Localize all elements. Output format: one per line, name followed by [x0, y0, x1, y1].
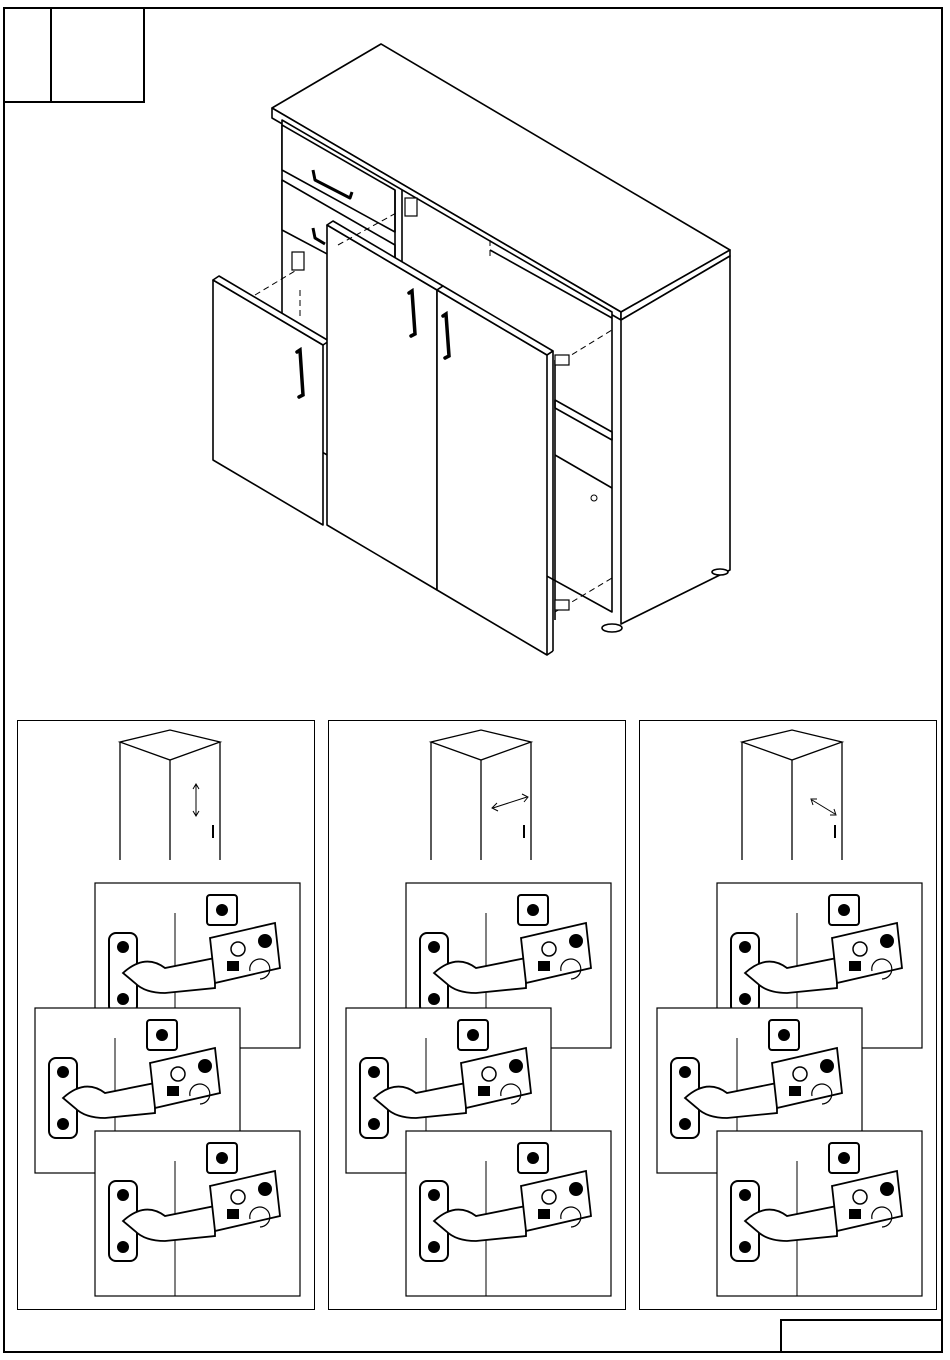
vertical-arrow-icon [193, 784, 199, 816]
horizontal-arrow-icon [492, 794, 528, 811]
diagonal-arrow-icon [811, 799, 836, 815]
